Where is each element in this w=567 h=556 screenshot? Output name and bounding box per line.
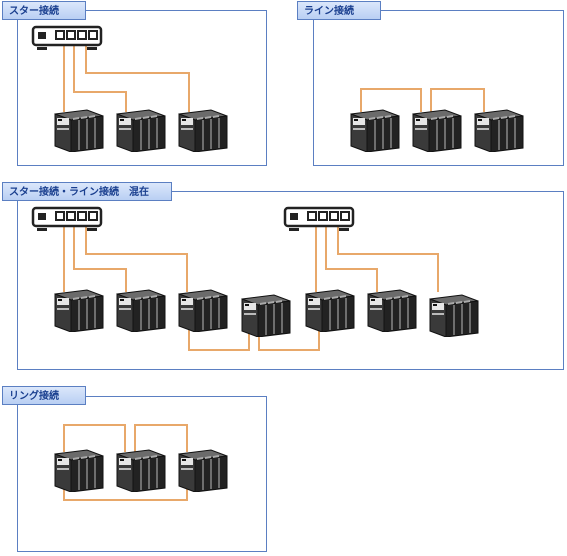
controller-icon: [428, 289, 480, 341]
controller-icon: [473, 104, 525, 156]
hub-icon: [31, 25, 103, 50]
controller-icon: [115, 284, 167, 336]
controller-icon: [349, 104, 401, 156]
controller-icon: [53, 284, 105, 336]
controller-icon: [115, 444, 167, 496]
controller-icon: [411, 104, 463, 156]
controller-icon: [53, 444, 105, 496]
mixed-panel-title: スター接続・ライン接続 混在: [2, 182, 172, 201]
controller-icon: [115, 104, 167, 156]
hub-icon: [31, 206, 103, 231]
controller-icon: [53, 104, 105, 156]
hub-icon: [283, 206, 355, 231]
ring-panel-title: リング接続: [2, 386, 86, 405]
controller-icon: [304, 284, 356, 336]
line-panel-title: ライン接続: [297, 1, 381, 20]
controller-icon: [177, 284, 229, 336]
controller-icon: [177, 104, 229, 156]
star-panel-title: スター接続: [2, 1, 86, 20]
controller-icon: [177, 444, 229, 496]
controller-icon: [240, 289, 292, 341]
controller-icon: [366, 284, 418, 336]
